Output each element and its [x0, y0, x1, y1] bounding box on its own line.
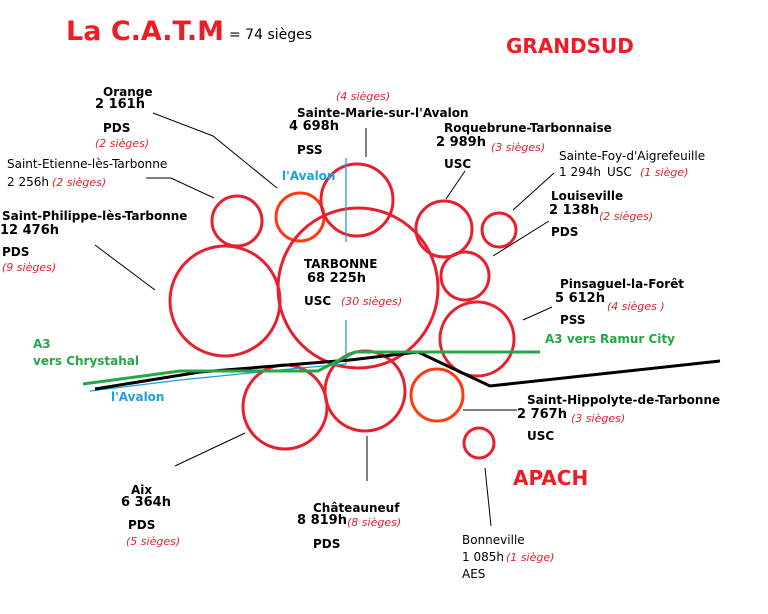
- label-a3-east: A3 vers Ramur City: [545, 332, 675, 346]
- commune-population: 4 698h: [289, 119, 339, 134]
- circle-bonneville[interactable]: [462, 426, 496, 460]
- commune-name: Saint-Philippe-lès-Tarbonne: [2, 209, 188, 223]
- commune-seats: (3 sièges): [571, 412, 626, 425]
- commune-party: USC: [527, 429, 555, 443]
- commune-population: 68 225h: [307, 271, 367, 286]
- leader-saint-philippe: [94, 244, 156, 291]
- circle-sainte-marie[interactable]: [319, 162, 395, 238]
- circle-sainte-foy[interactable]: [480, 211, 518, 249]
- map-title: La C.A.T.M: [66, 16, 224, 47]
- leader-lines: [94, 112, 555, 527]
- commune-population: 2 138h: [549, 203, 599, 218]
- commune-population: 6 364h: [121, 495, 171, 510]
- commune-name: Châteauneuf: [313, 501, 400, 515]
- commune-seats: (4 sièges): [336, 90, 391, 103]
- leader-sainte-foy: [512, 172, 555, 211]
- circle-pinsaguel[interactable]: [438, 300, 516, 378]
- commune-population: 2 767h: [517, 407, 567, 422]
- commune-name: Sainte-Foy-d'Aigrefeuille: [559, 149, 706, 163]
- commune-name: Pinsaguel-la-Forêt: [560, 277, 684, 291]
- circle-tarbonne[interactable]: [276, 206, 440, 370]
- commune-party: PDS: [103, 121, 131, 135]
- river-west-segment: [89, 363, 347, 392]
- leader-pinsaguel: [522, 306, 553, 321]
- commune-party: AES: [462, 567, 486, 581]
- commune-seats: (2 sièges): [52, 176, 107, 189]
- commune-population: 2 256h: [7, 175, 49, 189]
- circle-saint-etienne[interactable]: [210, 194, 264, 248]
- label-a3-west-destination: vers Chrystahal: [33, 354, 140, 368]
- commune-name: TARBONNE: [304, 257, 378, 271]
- commune-party: PSS: [560, 313, 586, 327]
- commune-name: Saint-Hippolyte-de-Tarbonne: [527, 393, 721, 407]
- commune-population: 1 085h: [462, 550, 504, 564]
- leader-orange: [152, 112, 278, 189]
- leader-saint-etienne: [146, 177, 215, 199]
- commune-name: Aix: [131, 483, 153, 497]
- commune-name: Saint-Etienne-lès-Tarbonne: [7, 157, 168, 171]
- map-subtitle: = 74 sièges: [229, 27, 313, 43]
- circle-saint-hippolyte[interactable]: [409, 367, 465, 423]
- circle-chateauneuf[interactable]: [323, 349, 407, 433]
- commune-seats: (30 sièges): [341, 295, 403, 308]
- commune-party: PDS: [2, 245, 30, 259]
- commune-party: PDS: [551, 225, 579, 239]
- commune-population: 1 294h: [559, 165, 601, 179]
- commune-population: 12 476h: [0, 223, 60, 238]
- region-grandsud: GRANDSUD: [506, 34, 634, 58]
- commune-seats: (1 siège): [640, 166, 689, 179]
- commune-name: Roquebrune-Tarbonnaise: [444, 121, 612, 135]
- commune-seats: (3 sièges): [491, 141, 546, 154]
- circle-roquebrune[interactable]: [414, 199, 474, 259]
- commune-name: Sainte-Marie-sur-l'Avalon: [297, 106, 469, 120]
- leader-louiseville: [492, 220, 550, 257]
- leader-aix: [174, 432, 246, 467]
- commune-seats: (4 sièges ): [607, 300, 665, 313]
- motorway-a3: [82, 350, 540, 386]
- commune-population: 8 819h: [297, 513, 347, 528]
- commune-seats: (8 sièges): [347, 516, 402, 529]
- commune-name: Louiseville: [551, 189, 624, 203]
- commune-seats: (2 sièges): [599, 210, 654, 223]
- commune-population: 5 612h: [555, 291, 605, 306]
- label-river-south: l'Avalon: [111, 390, 165, 404]
- circle-saint-philippe[interactable]: [168, 244, 282, 358]
- road-main: [94, 350, 721, 391]
- label-river-north: l'Avalon: [282, 169, 336, 183]
- circle-aix[interactable]: [241, 363, 329, 451]
- commune-name: Bonneville: [462, 533, 525, 547]
- commune-party: PSS: [297, 143, 323, 157]
- commune-seats: (5 sièges): [126, 535, 181, 548]
- commune-seats: (1 siège): [506, 551, 555, 564]
- commune-party: USC: [304, 294, 332, 308]
- commune-population: 2 161h: [95, 97, 145, 112]
- commune-party: PDS: [128, 518, 156, 532]
- region-apach: APACH: [513, 466, 589, 490]
- leader-bonneville: [484, 467, 492, 527]
- circle-louiseville[interactable]: [439, 250, 491, 302]
- commune-party: USC: [444, 157, 472, 171]
- commune-party: PDS: [313, 537, 341, 551]
- commune-party: USC: [607, 165, 632, 179]
- commune-name: Orange: [103, 85, 153, 99]
- commune-seats: (2 sièges): [95, 137, 150, 150]
- commune-population: 2 989h: [436, 135, 486, 150]
- leader-roquebrune: [445, 170, 466, 200]
- commune-seats: (9 sièges): [2, 261, 57, 274]
- label-a3-west: A3: [33, 337, 51, 351]
